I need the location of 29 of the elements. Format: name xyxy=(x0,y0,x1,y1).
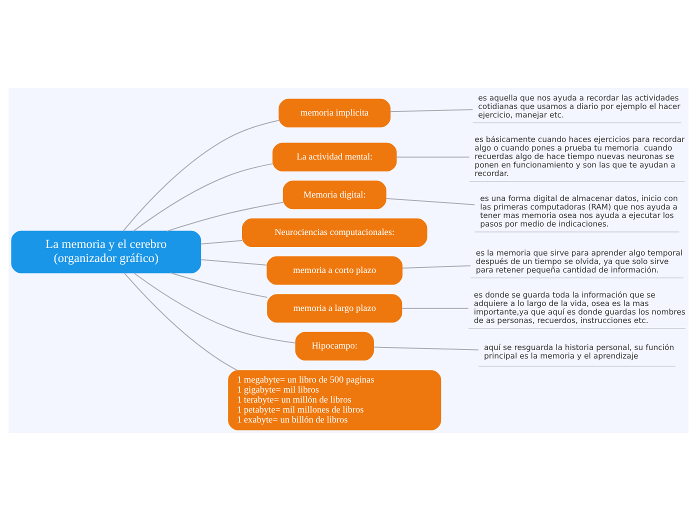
node-box: Hipocampo: xyxy=(295,331,374,360)
connector xyxy=(124,272,238,370)
connector xyxy=(396,156,470,158)
node-box: La memoria y el cerebro (organizador gráfico) xyxy=(11,230,202,273)
node-box: memoria a largo plazo xyxy=(267,294,402,322)
connector xyxy=(166,201,284,232)
connector xyxy=(200,240,242,244)
node-text: es básicamente cuando haces ejercicios para recordar algo o cuando pones a prueba tu memoria cuando recuerdas algo de hace tiempo nuevas neuronas se ponen en funcionamiento y son las que te ayudan a recordar. xyxy=(474,134,685,178)
connector xyxy=(374,346,478,350)
connector xyxy=(134,272,296,343)
connector xyxy=(390,108,473,112)
connector xyxy=(200,258,268,266)
node-box: memoria implicita xyxy=(278,98,391,127)
node-box: memoria a corto plazo xyxy=(266,256,403,284)
node-box: La actividad mental: xyxy=(272,142,397,171)
node-text: es donde se guarda toda la información que se adquiere a lo largo de la vida, osea es la mas importante,ya que aquí es donde guardas los nombres de as personas, recuerdos, instrucciones etc. xyxy=(474,290,686,325)
connector xyxy=(122,119,279,231)
node-text: es aquella que nos ayuda a recordar las actividades cotidianas que usamos a diario por ejemplo el hacer ejercicio, manejar etc. xyxy=(478,92,680,119)
node-box: 1 megabyte= un libro de 500 paginas 1 gigabyte= mil libros 1 terabyte= un millón de libros 1 petabyte= mil millones de libros 1 exabyte= un billón de libros xyxy=(228,370,442,430)
connector xyxy=(386,197,475,205)
node-box: Memoria digital: xyxy=(282,180,386,209)
connector xyxy=(170,272,268,298)
connector xyxy=(402,264,470,268)
node-text: es la memoria que sirve para aprender algo temporal después de un tiempo se olvida, ya que solo sirve para retener pequeña cantidad de información. xyxy=(476,248,683,274)
node-text: aquí se resguarda la historia personal, su función principal es la memoria y el aprendizaje xyxy=(484,342,674,360)
connector xyxy=(402,307,468,308)
connector xyxy=(133,162,273,232)
node-box: Neurociencias computacionales: xyxy=(242,218,428,246)
node-text: es una forma digital de almacenar datos, inicio con las primeras computadoras (RAM) que nos ayuda a tener mas memoria osea nos ayuda a ejecutar los pasos por medio de indicaciones. xyxy=(480,194,678,228)
